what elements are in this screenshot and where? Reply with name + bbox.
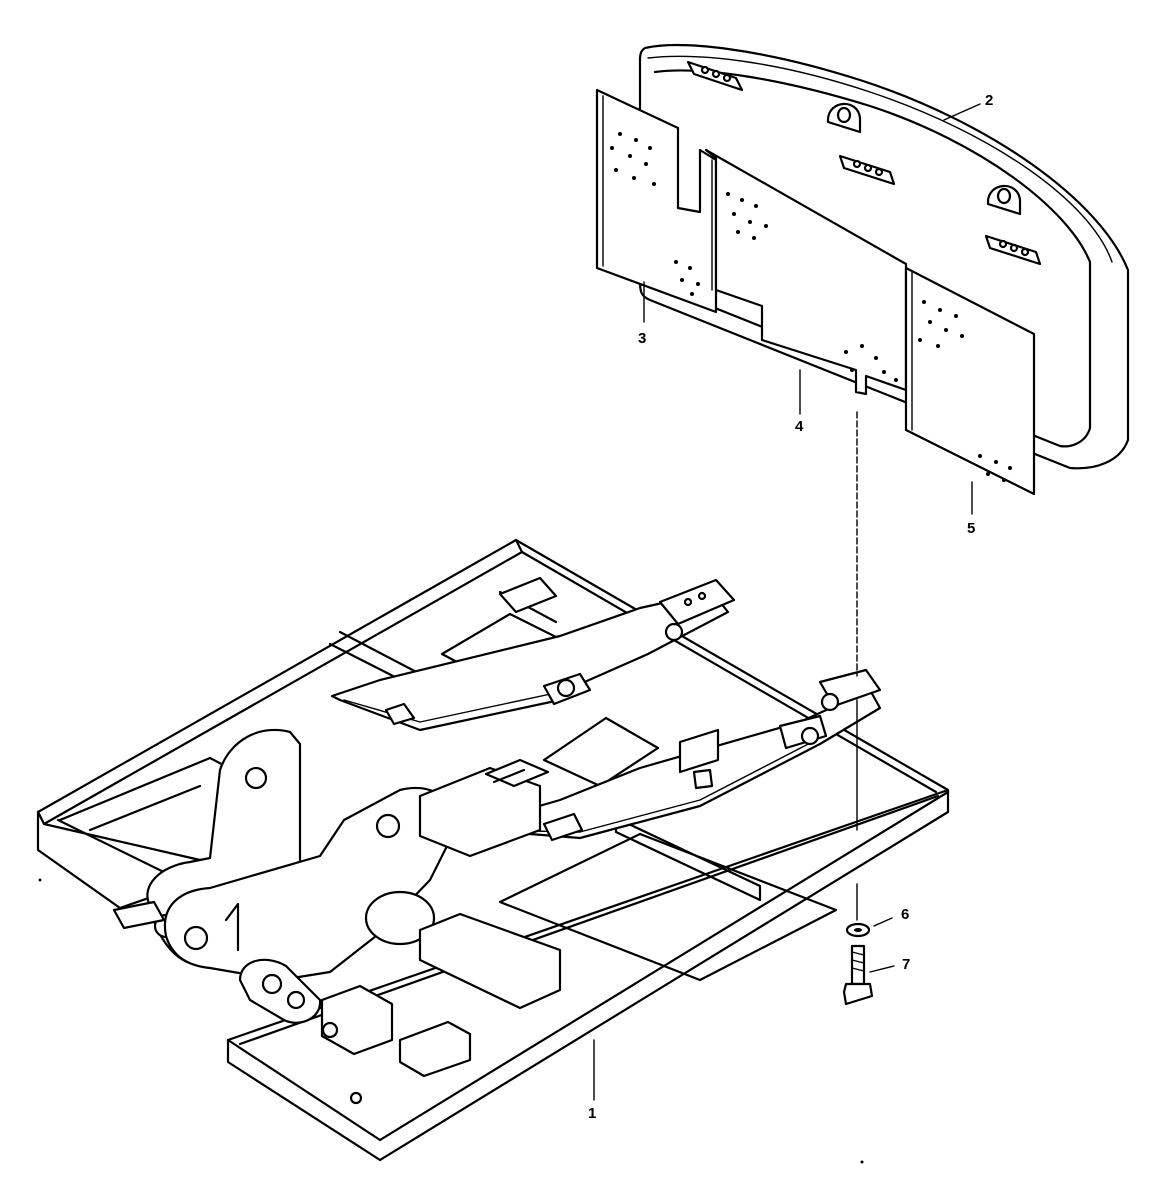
plate-bolt-holes <box>610 132 1012 482</box>
callout-4: 4 <box>795 418 804 435</box>
callout-labels: 1 2 3 4 5 6 7 <box>588 92 993 1122</box>
callout-3: 3 <box>638 330 646 347</box>
callout-1: 1 <box>588 1105 596 1122</box>
shim-plate-3 <box>595 88 718 314</box>
speck <box>38 878 42 882</box>
fuel-tank-support-arms <box>330 578 882 842</box>
center-block <box>418 758 550 858</box>
speck <box>860 1160 864 1164</box>
frame-brackets <box>320 576 562 1105</box>
callout-5: 5 <box>967 520 975 537</box>
callout-7: 7 <box>902 956 910 973</box>
shim-plate-5 <box>904 266 1036 496</box>
bolt <box>842 944 874 1006</box>
lifting-eye <box>826 102 1022 216</box>
washer <box>845 922 871 938</box>
callout-6: 6 <box>901 906 909 923</box>
boom-foot-bracket <box>112 728 455 1024</box>
callout-2: 2 <box>985 92 993 109</box>
upper-frame <box>36 538 950 1162</box>
lifting-bracket <box>686 60 1042 266</box>
callout-leaders <box>593 103 981 1101</box>
